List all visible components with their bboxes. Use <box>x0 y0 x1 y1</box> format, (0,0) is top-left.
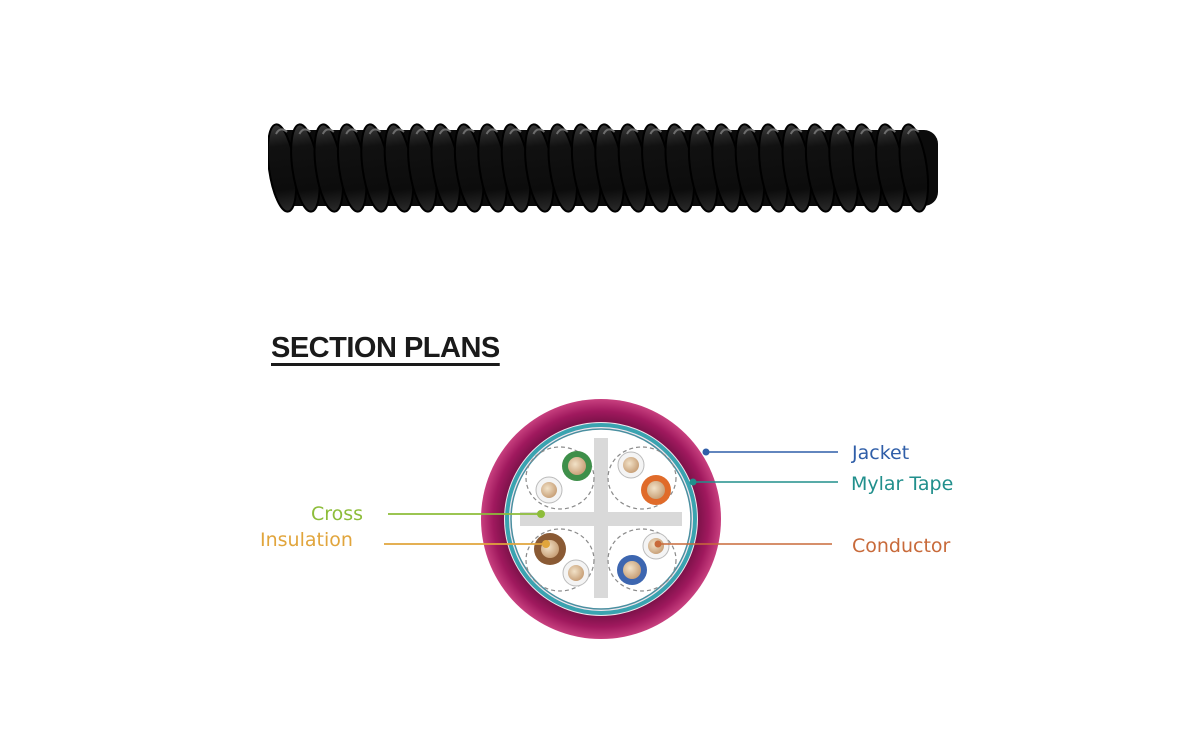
coil-highlight <box>602 128 616 135</box>
cross-leader-dot <box>537 510 545 518</box>
coil-highlight <box>836 128 850 135</box>
coil-highlight <box>298 128 312 135</box>
cross-label: Cross <box>311 503 363 525</box>
coil-highlight <box>579 128 592 135</box>
coil-highlight <box>696 128 709 135</box>
coil-highlight <box>626 128 639 135</box>
jacket-label: Jacket <box>851 442 909 464</box>
pair-green <box>535 451 592 504</box>
insulation-leader-dot <box>542 540 550 548</box>
coil-highlight <box>368 128 382 135</box>
mylar-tape-label: Mylar Tape <box>851 473 953 495</box>
coiled-cable-image <box>268 123 938 213</box>
coil-highlight <box>438 128 452 135</box>
pair-sheath-bottom-right <box>607 528 677 592</box>
pair-brown <box>534 533 590 587</box>
pair-orange <box>617 451 671 505</box>
coil-highlight <box>766 128 780 135</box>
coil-highlight <box>345 128 358 135</box>
coil-turns <box>268 123 930 213</box>
pair-sheath-top-left <box>525 446 595 510</box>
coil-highlight <box>789 128 803 135</box>
coil-highlight <box>321 128 335 135</box>
coil-highlight <box>649 128 663 135</box>
conductor-label: Conductor <box>852 535 951 557</box>
coil-highlight <box>462 128 475 135</box>
coil-highlight <box>719 128 733 135</box>
coil-highlight <box>672 128 686 135</box>
coil-turn <box>898 123 930 213</box>
insulation-label: Insulation <box>260 529 353 551</box>
mylar-tape-leader-dot <box>689 478 697 486</box>
coil-highlight <box>532 128 546 135</box>
coil-highlight <box>906 128 920 135</box>
coil-highlight <box>485 128 499 135</box>
coil-highlight <box>555 128 569 135</box>
cross-separator-horizontal <box>520 512 682 526</box>
coil-highlight <box>813 128 826 135</box>
coil-highlight <box>509 128 522 135</box>
pair-blue <box>617 532 670 585</box>
coil-highlight <box>392 128 405 135</box>
conductor-leader-dot <box>654 540 662 548</box>
coil-highlight <box>275 128 288 135</box>
coil-highlight <box>415 128 429 135</box>
pair-sheath-bottom-left <box>525 528 595 592</box>
section-title: SECTION PLANS <box>271 332 500 364</box>
jacket-leader-dot <box>702 448 710 456</box>
coil-highlight <box>743 128 756 135</box>
mylar-tape-ring <box>505 423 697 615</box>
coil-highlight <box>860 128 873 135</box>
coil-highlight <box>883 128 897 135</box>
pair-sheath-top-right <box>607 446 677 510</box>
